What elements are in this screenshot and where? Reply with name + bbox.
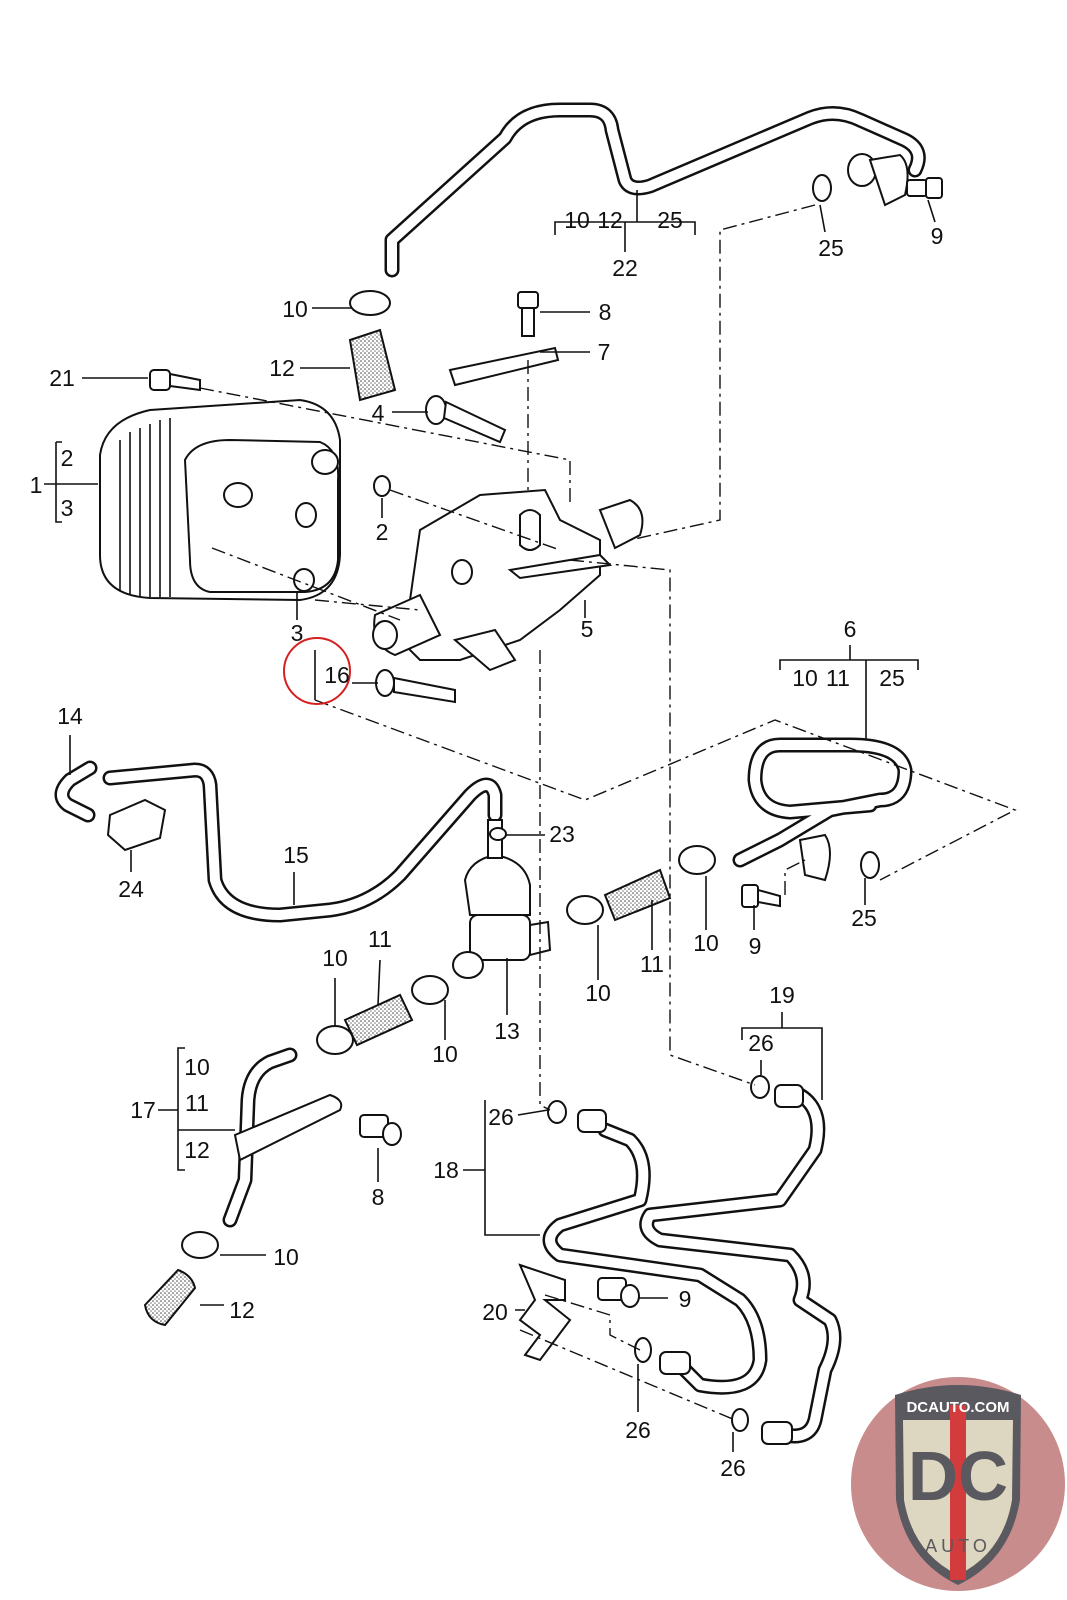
callout: 2 bbox=[376, 519, 389, 545]
hose-inner bbox=[387, 105, 924, 275]
callout: 12 bbox=[184, 1137, 210, 1163]
callout: 10 bbox=[693, 930, 719, 956]
callout: 12 bbox=[269, 355, 295, 381]
callout: 11 bbox=[368, 926, 392, 952]
callout: 9 bbox=[679, 1286, 692, 1312]
callout: 5 bbox=[581, 616, 594, 642]
bracket-20 bbox=[518, 1263, 572, 1362]
callout: 2 bbox=[61, 445, 74, 471]
bracket-17 bbox=[233, 1093, 343, 1162]
hose-inner bbox=[735, 740, 910, 865]
callout: 15 bbox=[283, 842, 309, 868]
callout: 26 bbox=[748, 1030, 774, 1056]
callout: 25 bbox=[818, 235, 844, 261]
oil-cooler bbox=[99, 398, 341, 602]
callout: 14 bbox=[57, 703, 83, 729]
callout: 11 bbox=[185, 1090, 209, 1116]
callout: 6 bbox=[844, 616, 857, 642]
callout: 22 bbox=[612, 255, 638, 281]
valve-13 bbox=[452, 819, 552, 979]
callout: 10 bbox=[322, 945, 348, 971]
callout: 10 bbox=[585, 980, 611, 1006]
callout: 10 bbox=[432, 1041, 458, 1067]
callout: 10 bbox=[282, 296, 308, 322]
callout: 17 bbox=[130, 1097, 156, 1123]
logo-sub-text: AUTO bbox=[925, 1536, 991, 1556]
callout: 26 bbox=[720, 1455, 746, 1481]
callout: 24 bbox=[118, 876, 144, 902]
hose-inner bbox=[225, 1050, 295, 1225]
assembly-lines bbox=[199, 204, 1017, 1421]
callout: 10 bbox=[184, 1054, 210, 1080]
callout: 23 bbox=[549, 821, 575, 847]
plate-7 bbox=[448, 346, 560, 387]
callout: 8 bbox=[372, 1184, 385, 1210]
callout: 4 bbox=[372, 400, 385, 426]
hose-inner bbox=[545, 1125, 765, 1393]
callout-labels: 10 12 25 22 25 9 10 8 7 12 21 4 1 2 3 2 … bbox=[30, 207, 944, 1481]
callout: 1 bbox=[30, 472, 43, 498]
hose-inner bbox=[641, 1090, 839, 1441]
callout: 3 bbox=[291, 620, 304, 646]
callout: 18 bbox=[433, 1157, 459, 1183]
callout: 20 bbox=[482, 1299, 508, 1325]
callout: 26 bbox=[625, 1417, 651, 1443]
callout-highlighted: 16 bbox=[324, 662, 350, 688]
hoses bbox=[54, 102, 926, 1444]
callout: 10 bbox=[273, 1244, 299, 1270]
callout: 19 bbox=[769, 982, 795, 1008]
callout: 12 bbox=[229, 1297, 255, 1323]
callout: 25 bbox=[851, 905, 877, 931]
callout: 26 bbox=[488, 1104, 514, 1130]
callout: 25 bbox=[879, 665, 905, 691]
clamps-and-sleeves bbox=[143, 290, 716, 1327]
fittings bbox=[233, 153, 909, 1445]
callout: 10 bbox=[792, 665, 818, 691]
housing bbox=[372, 488, 644, 672]
hose-inner bbox=[105, 765, 500, 920]
leader-lines bbox=[44, 190, 936, 1452]
bolts bbox=[149, 177, 943, 1308]
logo-top-text: DCAUTO.COM bbox=[906, 1399, 1009, 1416]
callout: 11 bbox=[826, 665, 850, 691]
solenoid-24 bbox=[106, 798, 167, 852]
callout: 3 bbox=[61, 495, 74, 521]
callout: 11 bbox=[640, 951, 664, 977]
dcauto-logo: DCAUTO.COM DC AUTO bbox=[851, 1377, 1065, 1591]
callout: 13 bbox=[494, 1018, 520, 1044]
callout: 25 bbox=[657, 207, 683, 233]
callout: 7 bbox=[598, 339, 611, 365]
callout: 9 bbox=[749, 933, 762, 959]
callout: 9 bbox=[931, 223, 944, 249]
callout: 21 bbox=[49, 365, 75, 391]
callout: 10 bbox=[564, 207, 590, 233]
hose-inner bbox=[57, 763, 95, 820]
callout: 8 bbox=[599, 299, 612, 325]
callout: 12 bbox=[597, 207, 623, 233]
highlight-circle bbox=[283, 637, 351, 705]
logo-main-text: DC bbox=[908, 1437, 1008, 1515]
